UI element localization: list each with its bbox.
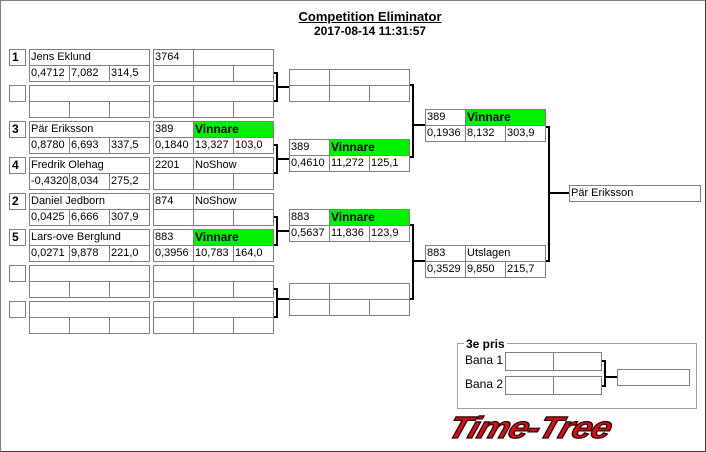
seed-number: 1 [9,49,26,66]
connector-r1-4 [274,288,289,318]
qualifying-reaction-time: 0,4712 [29,65,70,82]
round1-lane-speed [233,173,274,190]
final-winner: Pär Eriksson [569,185,701,202]
qualifying-elapsed-time: 6,666 [69,209,110,226]
competitor-name: Fredrik Olehag [29,157,150,174]
third-lane1-num [505,352,554,371]
qualifying-elapsed-time: 7,082 [69,65,110,82]
round3-lane-elapsed-time: 9,850 [465,261,506,278]
qualifying-reaction-time: 0,8780 [29,137,70,154]
third-place-label: 3e pris [464,337,507,351]
connector-r1-3 [274,216,289,246]
round1-lane-speed [233,317,274,334]
qualifying-speed [109,317,150,334]
round3-lane-elapsed-time: 8,132 [465,125,506,142]
round1-lane-reaction-time: 0,1840 [153,137,194,154]
qualifying-reaction-time: 0,0425 [29,209,70,226]
round3-lane-status: Vinnare [465,109,546,126]
seed-number [9,301,26,318]
time-tree-logo: Time-Tree [443,409,617,445]
round3-lane-speed: 215,7 [505,261,546,278]
round1-lane-elapsed-time: 10,783 [193,245,234,262]
qualifying-reaction-time: -0,4320 [29,173,70,190]
qualifying-speed [109,101,150,118]
round1-lane-number: 3764 [153,49,194,66]
round3-lane-number: 389 [425,109,466,126]
seed-number [9,85,26,102]
qualifying-speed: 275,2 [109,173,150,190]
round2-lane-number: 389 [289,139,330,156]
connector-r2-2 [410,224,425,300]
qualifying-elapsed-time: 9,878 [69,245,110,262]
round2-lane-status: Vinnare [329,209,410,226]
competitor-name: Pär Eriksson [29,121,150,138]
round1-lane-status: Vinnare [193,229,274,246]
round2-lane-reaction-time: 0,4610 [289,155,330,172]
round3-lane-speed: 303,9 [505,125,546,142]
lane2-label: Bana 2 [465,377,504,391]
qualifying-speed: 314,5 [109,65,150,82]
qualifying-speed: 307,9 [109,209,150,226]
seed-number: 3 [9,121,26,138]
page-title: Competition Eliminator [298,9,442,24]
round1-lane-number: 389 [153,121,194,138]
connector-r3 [546,126,569,262]
seed-number: 4 [9,157,26,174]
round1-lane-speed [233,281,274,298]
date-time: 2017-08-14 11:31:57 [313,24,427,38]
lane1-label: Bana 1 [465,353,504,367]
third-lane2-num [505,376,554,395]
connector-r1-2 [274,144,289,174]
third-lane2-status [553,376,602,395]
round1-lane-reaction-time: 0,3956 [153,245,194,262]
round1-lane-speed: 164,0 [233,245,274,262]
round1-lane-speed [233,101,274,118]
qualifying-speed [109,281,150,298]
connector-r1-1 [274,72,289,102]
qualifying-elapsed-time: 6,693 [69,137,110,154]
third-place-group [457,343,697,409]
round1-lane-speed: 103,0 [233,137,274,154]
round2-lane-speed [369,299,410,316]
round1-lane-elapsed-time: 13,327 [193,137,234,154]
round2-lane-speed: 123,9 [369,225,410,242]
connector-third [602,360,617,387]
seed-number: 5 [9,229,26,246]
qualifying-speed: 221,0 [109,245,150,262]
round2-lane-reaction-time: 0,5637 [289,225,330,242]
third-lane1-status [553,352,602,371]
connector-r2-1 [410,84,425,158]
seed-number: 2 [9,193,26,210]
seed-number [9,265,26,282]
qualifying-speed: 337,5 [109,137,150,154]
third-place-winner [617,369,690,386]
round1-lane-speed [233,65,274,82]
round2-lane-speed: 125,1 [369,155,410,172]
round2-lane-speed [369,85,410,102]
round1-lane-speed [233,209,274,226]
